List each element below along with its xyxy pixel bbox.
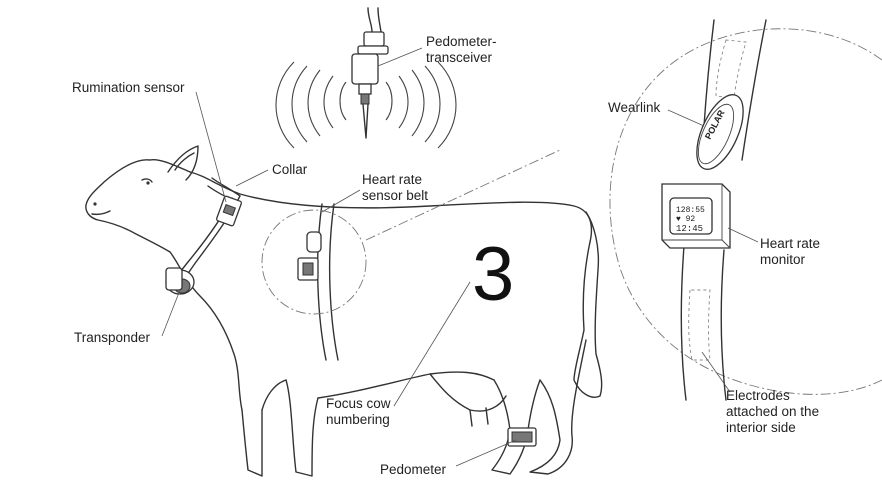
leader-focus-cow: [393, 281, 471, 407]
leader-transponder: [161, 289, 181, 337]
monitor-screen-line1: 128:55: [676, 206, 705, 215]
label-pedometer-transceiver-1: Pedometer-: [426, 34, 497, 49]
zoom-circle-large: [609, 28, 882, 395]
label-wearlink: Wearlink: [608, 100, 661, 115]
leader-pedometer: [455, 439, 517, 467]
label-heart-rate-monitor-2: monitor: [760, 252, 806, 267]
pedometer-device: [507, 427, 537, 447]
leader-collar: [235, 169, 269, 187]
label-transponder: Transponder: [74, 330, 151, 345]
label-collar: Collar: [272, 162, 308, 177]
label-pedometer: Pedometer: [380, 462, 447, 477]
heart-rate-sensor-belt: [297, 203, 339, 361]
transponder: [165, 267, 195, 295]
label-electrodes-1: Electrodes: [726, 388, 790, 403]
signal-waves-icon: [275, 61, 457, 149]
label-heart-rate-monitor-1: Heart rate: [760, 236, 820, 251]
label-focus-cow-2: numbering: [326, 412, 390, 427]
wearlink-device: POLAR: [696, 94, 744, 170]
cow-number: 3: [472, 232, 514, 317]
zoom-circle-small: [261, 209, 367, 315]
label-electrodes-2: attached on the: [726, 404, 819, 419]
leader-heart-belt: [321, 189, 361, 213]
label-rumination-sensor: Rumination sensor: [72, 80, 185, 95]
rumination-sensor: [216, 195, 242, 227]
heart-rate-monitor-device: 128:55 ♥ 92 12:45: [661, 183, 731, 249]
leader-rumination: [195, 91, 227, 203]
label-heart-rate-belt-1: Heart rate: [362, 172, 422, 187]
monitor-screen-line3: 12:45: [676, 224, 703, 234]
monitor-screen-line2: ♥ 92: [676, 215, 695, 224]
leader-monitor: [727, 227, 759, 243]
label-electrodes-3: interior side: [726, 420, 796, 435]
pedometer-transceiver: [351, 7, 389, 139]
leader-wearlink: [667, 109, 705, 127]
leader-electrodes: [701, 351, 731, 393]
label-pedometer-transceiver-2: transceiver: [426, 50, 493, 65]
cow-outline: [85, 145, 603, 477]
label-focus-cow-1: Focus cow: [326, 396, 391, 411]
label-heart-rate-belt-2: sensor belt: [362, 188, 428, 203]
leader-pedometer-transceiver: [377, 47, 423, 67]
